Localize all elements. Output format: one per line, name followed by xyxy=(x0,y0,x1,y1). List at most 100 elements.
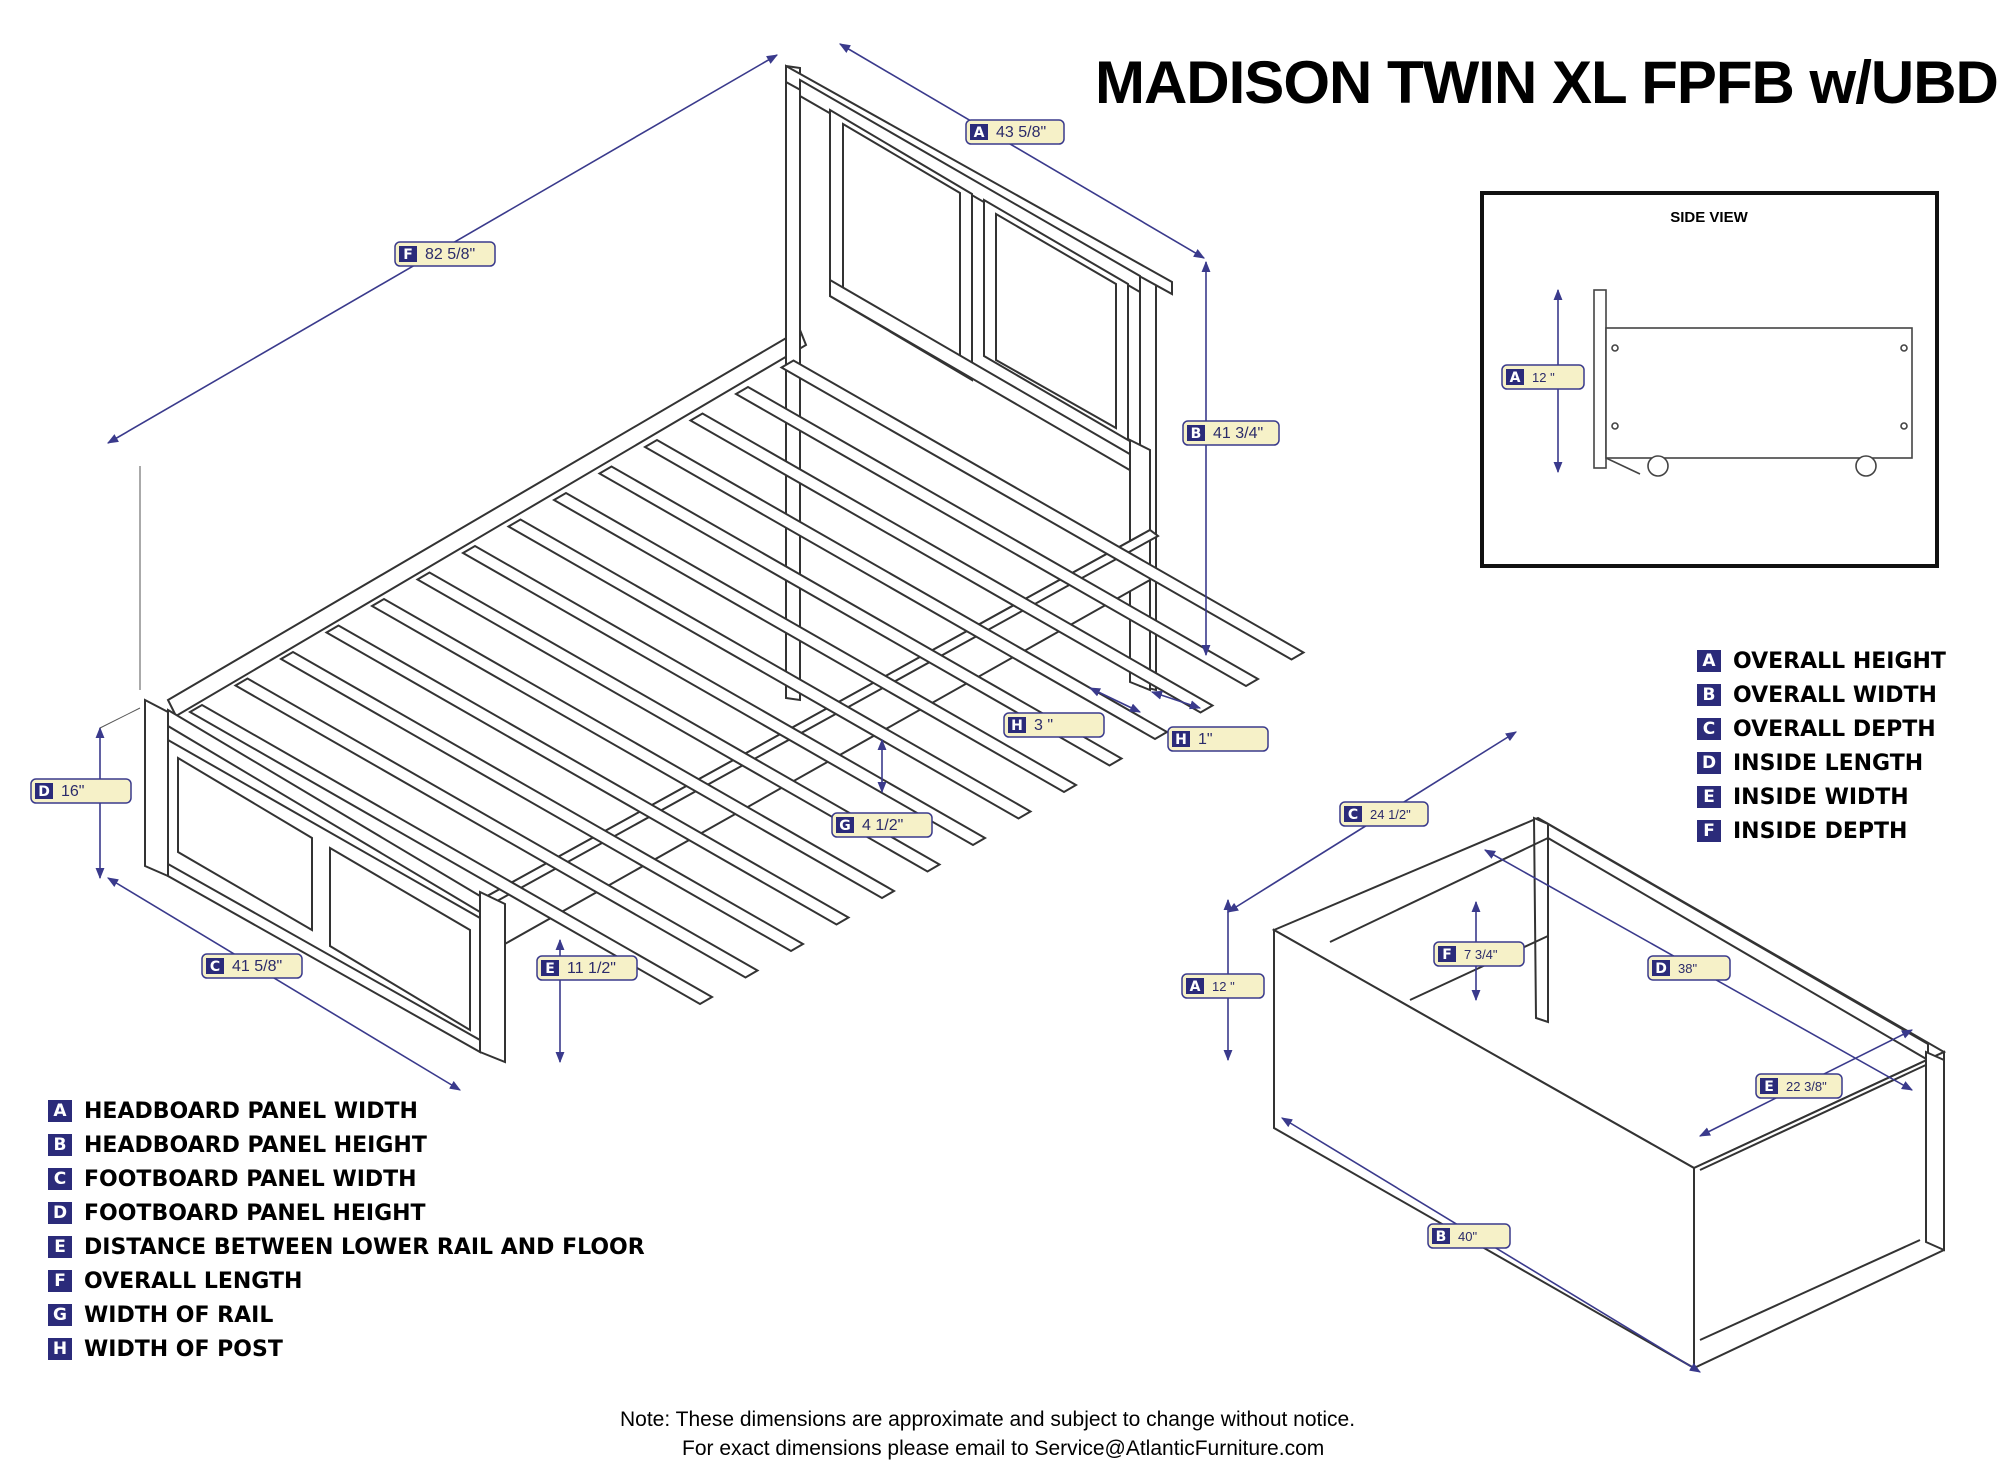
legend-text: WIDTH OF POST xyxy=(84,1336,283,1362)
legend-letter-badge: C xyxy=(48,1168,72,1190)
callout-letter: H xyxy=(1011,718,1023,734)
callout-letter-badge xyxy=(399,246,417,262)
callout-letter: B xyxy=(1436,1229,1447,1245)
legend-letter-badge: A xyxy=(48,1100,72,1122)
callout-letter-badge xyxy=(1172,731,1190,747)
callout-letter: C xyxy=(210,959,220,975)
callout-value: 1" xyxy=(1198,731,1213,748)
callout-letter-badge xyxy=(1008,717,1026,733)
under-bed-drawer-drawing xyxy=(1271,816,1947,1370)
disclaimer-note: Note: These dimensions are approximate a… xyxy=(620,1405,1355,1463)
legend-letter-badge: A xyxy=(1697,650,1721,672)
legend-letter-badge: D xyxy=(1697,752,1721,774)
callout-letter-badge xyxy=(1187,425,1205,441)
callout-letter-badge xyxy=(1506,369,1524,385)
bed-legend: A HEADBOARD PANEL WIDTH B HEADBOARD PANEL H… xyxy=(48,1094,645,1366)
bed-slats xyxy=(188,359,1306,1006)
bed-frame-drawing xyxy=(144,64,1173,1064)
callout-letter-badge xyxy=(836,817,854,833)
bed-slat xyxy=(279,650,805,953)
legend-text: HEADBOARD PANEL WIDTH xyxy=(84,1098,418,1124)
legend-letter-badge: F xyxy=(1697,820,1721,842)
bed-slat xyxy=(779,359,1306,661)
callout-letter: F xyxy=(1442,947,1452,963)
legend-text: FOOTBOARD PANEL WIDTH xyxy=(84,1166,417,1192)
callout-letter: B xyxy=(1191,426,1202,442)
callout-letter-badge xyxy=(1186,978,1204,994)
callout-side_callouts-a: A 12 " xyxy=(1501,364,1585,390)
callout-letter-badge xyxy=(1760,1078,1778,1094)
callout-bed_callouts-e: E 11 1/2" xyxy=(536,955,638,981)
legend-text: OVERALL HEIGHT xyxy=(1733,648,1946,674)
callout-value: 7 3/4" xyxy=(1464,947,1498,962)
callout-bed_callouts-f: F 82 5/8" xyxy=(394,241,496,267)
callout-letter-badge xyxy=(541,960,559,976)
bed-slat xyxy=(506,518,1033,820)
callout-bed_callouts-h1: H 3 " xyxy=(1003,712,1105,738)
legend-letter-badge: E xyxy=(1697,786,1721,808)
bed-legend-item: A HEADBOARD PANEL WIDTH xyxy=(48,1094,645,1128)
legend-letter-badge: E xyxy=(48,1236,72,1258)
callout-drawer_callouts-c: C 24 1/2" xyxy=(1339,801,1429,827)
bed-slat xyxy=(552,491,1078,794)
callout-letter-badge xyxy=(1438,946,1456,962)
callout-letter: A xyxy=(1190,979,1201,995)
callout-value: 4 1/2" xyxy=(862,817,903,834)
bed-legend-item: C FOOTBOARD PANEL WIDTH xyxy=(48,1162,645,1196)
callout-value: 38" xyxy=(1678,961,1697,976)
legend-text: OVERALL LENGTH xyxy=(84,1268,303,1294)
callout-letter: H xyxy=(1175,732,1187,748)
callout-value: 82 5/8" xyxy=(425,246,475,263)
legend-text: OVERALL WIDTH xyxy=(1733,682,1937,708)
callout-letter: A xyxy=(974,125,985,141)
callout-letter: D xyxy=(38,784,50,800)
legend-text: OVERALL DEPTH xyxy=(1733,716,1936,742)
bed-slat xyxy=(233,677,760,979)
callout-letter: C xyxy=(1348,807,1358,823)
legend-letter-badge: D xyxy=(48,1202,72,1224)
callout-letter-badge xyxy=(970,124,988,140)
callout-value: 43 5/8" xyxy=(996,124,1046,141)
bed-legend-item: H WIDTH OF POST xyxy=(48,1332,645,1366)
page-title: MADISON TWIN XL FPFB w/UBD xyxy=(1095,49,1999,116)
callout-letter-badge xyxy=(1344,806,1362,822)
legend-text: WIDTH OF RAIL xyxy=(84,1302,274,1328)
callout-value: 41 3/4" xyxy=(1213,425,1263,442)
callout-value: 3 " xyxy=(1034,717,1053,734)
callout-drawer_callouts-d: D 38" xyxy=(1647,955,1731,981)
callout-letter: F xyxy=(403,247,413,263)
bed-legend-item: B HEADBOARD PANEL HEIGHT xyxy=(48,1128,645,1162)
callout-value: 40" xyxy=(1458,1229,1477,1244)
note-line-2: For exact dimensions please email to Ser… xyxy=(682,1437,1325,1460)
callout-letter: D xyxy=(1655,961,1667,977)
legend-letter-badge: B xyxy=(48,1134,72,1156)
callout-value: 11 1/2" xyxy=(567,960,616,977)
legend-text: INSIDE WIDTH xyxy=(1733,784,1909,810)
legend-letter-badge: H xyxy=(48,1338,72,1360)
legend-text: HEADBOARD PANEL HEIGHT xyxy=(84,1132,427,1158)
callout-drawer_callouts-f: F 7 3/4" xyxy=(1433,941,1525,967)
drawer-legend-item: B OVERALL WIDTH xyxy=(1697,678,1946,712)
callout-letter-badge xyxy=(1432,1228,1450,1244)
callout-letter-badge xyxy=(1652,960,1670,976)
callout-letter-badge xyxy=(206,958,224,974)
legend-letter-badge: B xyxy=(1697,684,1721,706)
callout-letter: E xyxy=(545,961,555,977)
note-line-1: Note: These dimensions are approximate a… xyxy=(620,1408,1356,1431)
callout-bed_callouts-h2: H 1" xyxy=(1167,726,1269,752)
callout-letter: A xyxy=(1510,370,1521,386)
callout-value: 24 1/2" xyxy=(1370,807,1411,822)
callout-value: 12 " xyxy=(1532,370,1555,385)
